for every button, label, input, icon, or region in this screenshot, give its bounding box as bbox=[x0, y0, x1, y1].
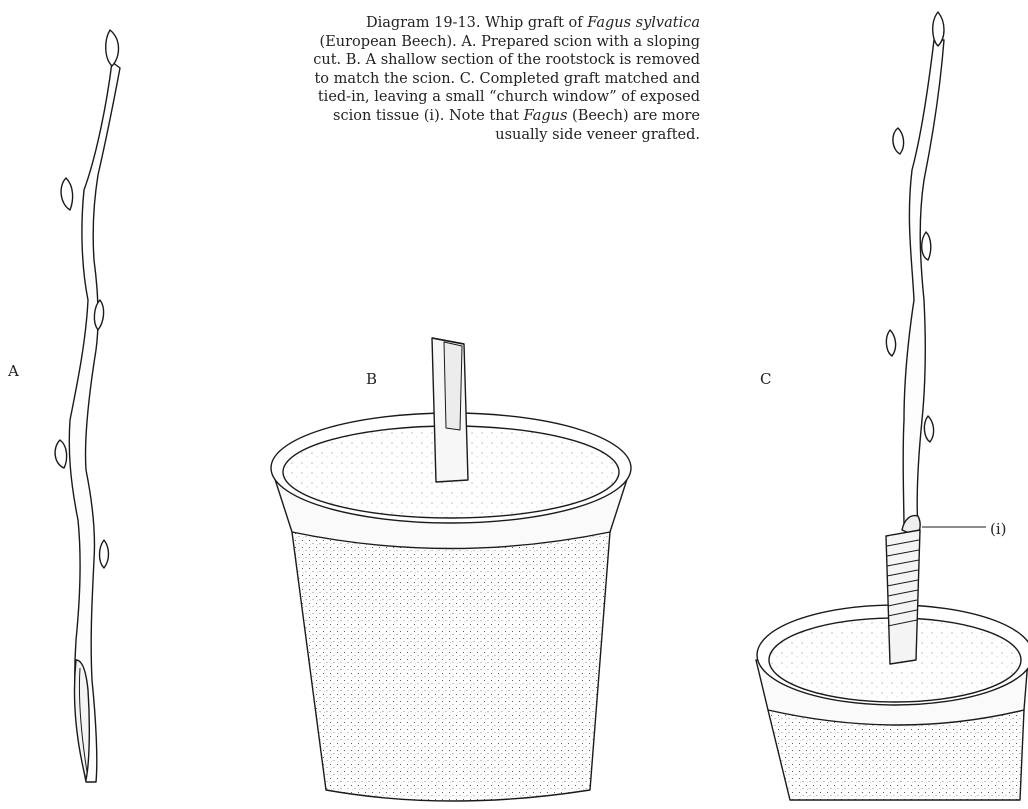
graft-c-drawing bbox=[756, 12, 1028, 800]
rootstock-b-drawing bbox=[271, 338, 631, 801]
scion-a-drawing bbox=[55, 30, 120, 782]
